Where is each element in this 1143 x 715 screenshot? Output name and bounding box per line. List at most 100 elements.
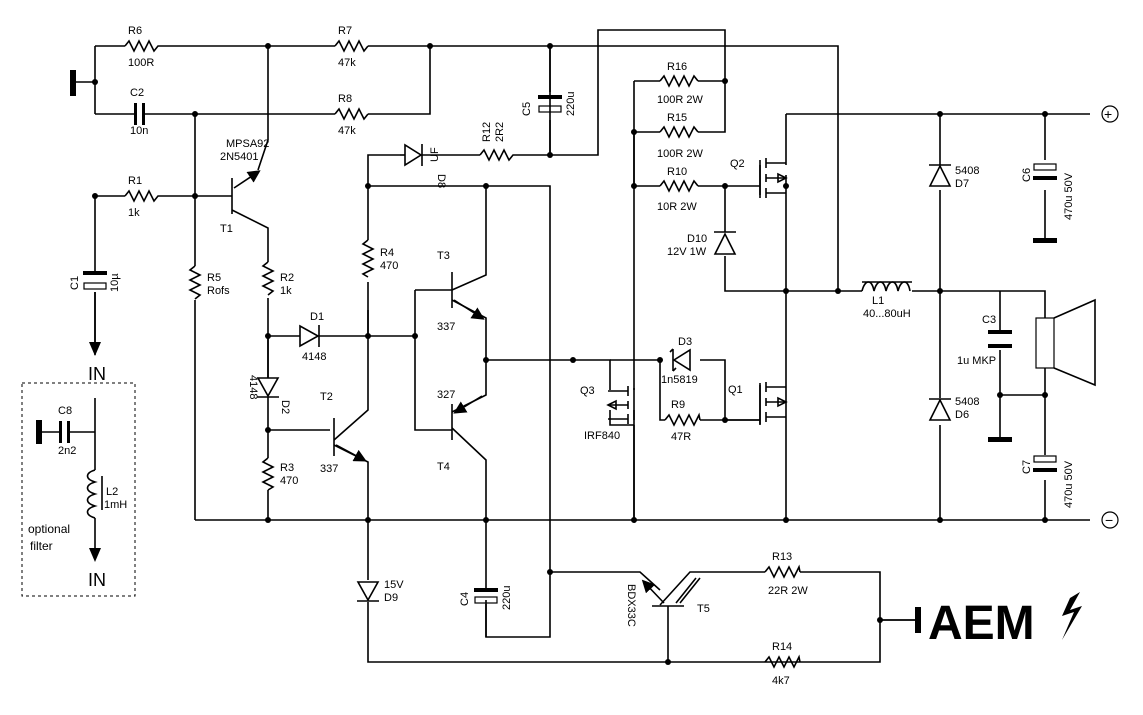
t2-value: 337 — [320, 463, 338, 475]
optional-filter: C8 2n2 L2 1mH IN optional filter — [21, 382, 136, 597]
filter-caption-1: optional — [28, 522, 70, 536]
t1-part-a: MPSA92 — [226, 138, 269, 150]
d1-ref: D1 — [310, 311, 324, 323]
transistor-T2: T2 337 — [320, 391, 367, 475]
d9-ref: D9 — [384, 592, 398, 604]
mosfet-Q3: Q3 IRF840 — [580, 385, 635, 442]
r16-ref: R16 — [667, 61, 687, 73]
t3-value: 337 — [437, 321, 455, 333]
resistor-R15: R15 100R 2W — [657, 112, 703, 160]
d7-ref: D7 — [955, 178, 969, 190]
r10-value: 10R 2W — [657, 201, 697, 213]
q1-ref: Q1 — [728, 384, 743, 396]
d2-value: 4148 — [247, 375, 259, 399]
capacitor-C5: C5 220u — [521, 92, 577, 116]
r13-value: 22R 2W — [768, 585, 808, 597]
r13-ref: R13 — [772, 551, 792, 563]
c6-value: 470u 50V — [1063, 172, 1075, 220]
diode-D1: D1 4148 — [299, 311, 330, 363]
transistor-T1: MPSA92 2N5401 T1 — [220, 138, 269, 235]
resistor-R6: R6 100R — [124, 25, 160, 69]
t5-value: BDX33C — [625, 584, 637, 627]
r7-ref: R7 — [338, 25, 352, 37]
t4-value: 327 — [437, 389, 455, 401]
q2-ref: Q2 — [730, 158, 745, 170]
r2-value: 1k — [280, 285, 292, 297]
r1-value: 1k — [128, 207, 140, 219]
r3-ref: R3 — [280, 462, 294, 474]
d8-ref: D8 — [435, 174, 447, 188]
r7-value: 47k — [338, 57, 356, 69]
r15-ref: R15 — [667, 112, 687, 124]
c2-ref: C2 — [130, 87, 144, 99]
r6-value: 100R — [128, 57, 154, 69]
r4-value: 470 — [380, 260, 398, 272]
t4-ref: T4 — [437, 461, 450, 473]
l2-value: 1mH — [104, 499, 127, 511]
resistor-R1: R1 1k — [124, 175, 160, 219]
filter-in-label: IN — [88, 570, 106, 590]
c8-ref: C8 — [58, 405, 72, 417]
r9-ref: R9 — [671, 399, 685, 411]
l1-value: 40...80uH — [863, 308, 911, 320]
c3-ref: C3 — [982, 314, 996, 326]
diode-D9: 15V D9 — [356, 579, 404, 604]
r6-ref: R6 — [128, 25, 142, 37]
d7-value: 5408 — [955, 165, 979, 177]
c4-value: 220u — [501, 586, 513, 610]
r8-value: 47k — [338, 125, 356, 137]
r16-value: 100R 2W — [657, 94, 703, 106]
t5-ref: T5 — [697, 603, 710, 615]
diode-D10: D10 12V 1W — [667, 231, 737, 258]
resistor-R3: R3 470 — [261, 457, 298, 491]
lightning-icon — [1062, 592, 1082, 640]
resistor-R7: R7 47k — [334, 25, 369, 69]
resistor-R14: R14 4k7 — [764, 641, 801, 687]
d10-ref: D10 — [687, 233, 707, 245]
minus-label: − — [1105, 512, 1113, 528]
t3-ref: T3 — [437, 250, 450, 262]
resistor-R16: R16 100R 2W — [657, 61, 703, 106]
r4-ref: R4 — [380, 247, 394, 259]
c2-value: 10n — [130, 125, 148, 137]
r5-value: Rofs — [207, 285, 230, 297]
r15-value: 100R 2W — [657, 148, 703, 160]
d2-ref: D2 — [279, 400, 291, 414]
filter-caption-2: filter — [30, 539, 53, 553]
c3-value: 1u MKP — [957, 355, 996, 367]
l2-ref: L2 — [106, 486, 118, 498]
d3-value: 1n5819 — [661, 374, 698, 386]
resistor-R8: R8 47k — [334, 93, 369, 137]
resistor-R2: R2 1k — [261, 261, 294, 297]
filter-connector — [36, 420, 42, 444]
d6-ref: D6 — [955, 409, 969, 421]
diode-D7: 5408 D7 — [928, 164, 979, 190]
resistor-R13: R13 22R 2W — [764, 551, 808, 597]
speaker-icon — [1035, 298, 1096, 387]
junction-dots — [92, 43, 1048, 665]
inductor-L1: L1 40...80uH — [861, 281, 912, 320]
c6-ref: C6 — [1021, 168, 1033, 182]
capacitor-C4: C4 220u — [459, 583, 513, 637]
r12-value: 2R2 — [494, 122, 506, 142]
logo-text: AEM — [928, 597, 1035, 650]
d10-value: 12V 1W — [667, 246, 707, 258]
resistor-R9: R9 47R — [664, 399, 701, 443]
c8-value: 2n2 — [58, 445, 76, 457]
r12-ref: R12 — [481, 122, 493, 142]
capacitor-C2: C2 10n — [125, 87, 152, 137]
c7-value: 470u 50V — [1063, 460, 1075, 508]
wiring — [94, 29, 1090, 662]
d8-value: UF — [429, 147, 441, 162]
capacitor-C7: C7 470u 50V — [1021, 455, 1075, 508]
r5-ref: R5 — [207, 272, 221, 284]
plus-terminal: + — [1101, 105, 1119, 123]
r2-ref: R2 — [280, 272, 294, 284]
d1-value: 4148 — [302, 351, 326, 363]
q3-value: IRF840 — [584, 430, 620, 442]
r9-value: 47R — [671, 431, 691, 443]
c7-ref: C7 — [1021, 460, 1033, 474]
resistor-R10: R10 10R 2W — [657, 166, 699, 213]
resistor-R5: R5 Rofs — [188, 265, 230, 300]
